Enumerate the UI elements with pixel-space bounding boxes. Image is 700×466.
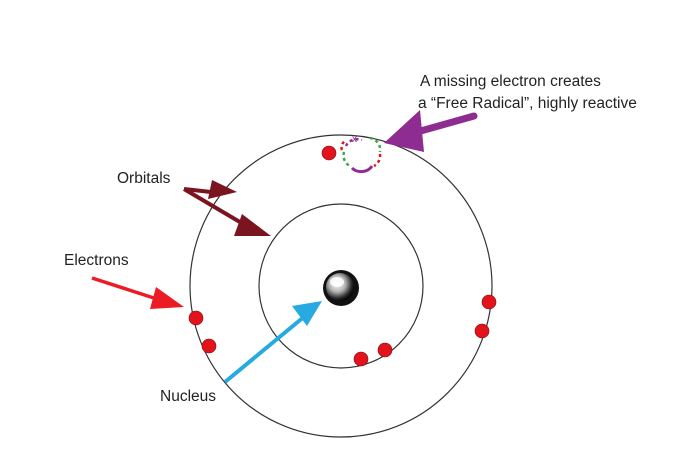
electrons bbox=[188, 145, 497, 367]
orbital-arrows bbox=[182, 180, 271, 236]
electron-dot bbox=[321, 145, 337, 161]
free-radical-arrow bbox=[384, 110, 478, 152]
nucleus-icon bbox=[323, 270, 359, 306]
electron-dot bbox=[377, 342, 393, 358]
electron-dot bbox=[481, 294, 497, 310]
orbitals-label: Orbitals bbox=[117, 170, 171, 187]
electron-dot bbox=[201, 338, 217, 354]
free-radical-callout-line2: a “Free Radical”, highly reactive bbox=[418, 95, 637, 112]
nucleus-label: Nucleus bbox=[160, 388, 216, 405]
nucleus-arrow bbox=[223, 301, 322, 384]
electrons-label: Electrons bbox=[64, 252, 129, 269]
free-radical-callout-line1: A missing electron creates bbox=[420, 73, 601, 90]
inner-orbital bbox=[258, 203, 424, 369]
outer-orbital bbox=[189, 134, 493, 438]
missing-electron-mark: x bbox=[352, 134, 357, 145]
electron-dot bbox=[353, 351, 369, 367]
electrons-arrow bbox=[91, 276, 184, 309]
missing-electron-icon: x bbox=[340, 134, 382, 174]
electron-dot bbox=[474, 323, 490, 339]
electron-dot bbox=[188, 310, 204, 326]
